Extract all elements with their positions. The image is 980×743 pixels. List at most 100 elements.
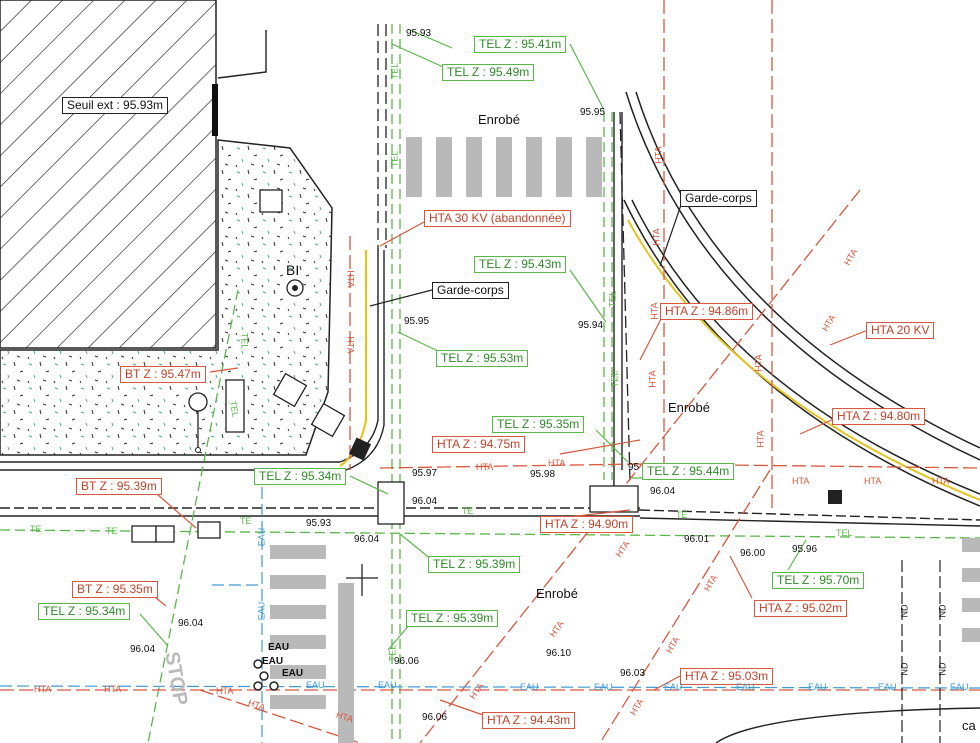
hta-line-label: HTA xyxy=(104,684,122,694)
eau-line-label: EAU xyxy=(306,680,325,690)
tel-elevation-tag: TEL Z : 95.41m xyxy=(474,36,567,53)
spot-elevation: 95.96 xyxy=(792,544,818,555)
crosswalk-top xyxy=(406,137,602,197)
hta-elevation-tag: HTA Z : 94.80m xyxy=(832,408,926,425)
bt-elevation-tag: BT Z : 95.39m xyxy=(76,478,162,495)
eau-line-label: EAU xyxy=(378,680,397,690)
hta-line-label: HTA xyxy=(755,430,766,448)
curb-lines xyxy=(0,112,980,743)
spot-elevation: 95.95 xyxy=(580,107,606,118)
spot-elevation: 96.04 xyxy=(354,534,380,545)
tel-line-label: TE xyxy=(240,516,252,526)
tel-line-label: TEL xyxy=(389,150,400,168)
hta-elevation-tag: HTA Z : 94.75m xyxy=(432,436,526,453)
eau-line-label: EAU xyxy=(256,601,267,621)
guardrail-label: Garde-corps xyxy=(432,282,509,299)
bt-elevation-tag: BT Z : 95.35m xyxy=(72,581,158,598)
tel-line-label: TE xyxy=(676,510,688,520)
hta-line-label: HTA xyxy=(864,476,882,486)
spot-elevation: 95.93 xyxy=(306,518,332,529)
eau-line-label: EAU xyxy=(520,682,539,692)
grates xyxy=(348,437,842,504)
eau-line-label: EAU xyxy=(808,682,827,692)
nd-line-label: ND xyxy=(937,604,948,618)
utility-chambers xyxy=(131,481,639,543)
tel-elevation-tag: TEL Z : 95.39m xyxy=(406,610,499,627)
tel-line-label: TEL xyxy=(387,644,398,662)
fire-hydrant-label: BI xyxy=(286,262,300,278)
building-hatched xyxy=(0,0,267,349)
hta-elevation-tag: HTA Z : 95.03m xyxy=(680,668,774,685)
hta-elevation-tag: HTA Z : 94.90m xyxy=(540,516,634,533)
hta-line-label: HTA xyxy=(345,336,356,354)
surface-label-top: Enrobé xyxy=(478,112,520,127)
spot-elevation: 95.95 xyxy=(404,316,430,327)
hta-line-label: HTA xyxy=(753,354,764,372)
spot-elevation: 95 xyxy=(628,462,640,473)
road-edge-dashed xyxy=(377,24,631,481)
surface-label-bottom: Enrobé xyxy=(536,586,578,601)
eau-line-label: EAU xyxy=(950,682,969,692)
hta-line-label: HTA xyxy=(653,146,664,164)
tel-elevation-tag: TEL Z : 95.39m xyxy=(428,556,521,573)
hta-elevation-tag: HTA 30 KV (abandonnée) xyxy=(424,210,571,227)
tel-elevation-tag: TEL Z : 95.34m xyxy=(254,468,347,485)
hta-elevation-tag: HTA 20 KV xyxy=(866,322,935,339)
eau-valve-label: EAU xyxy=(262,656,284,667)
spot-elevation: 96.10 xyxy=(546,648,572,659)
tel-elevation-tag: TEL Z : 95.49m xyxy=(442,64,535,81)
survey-cross xyxy=(346,564,378,596)
spot-elevation: 96.00 xyxy=(740,548,766,559)
tel-elevation-tag: TEL Z : 95.44m xyxy=(642,463,735,480)
spot-elevation: 96.03 xyxy=(620,668,646,679)
tel-line-label: TEL xyxy=(389,62,400,80)
eau-line-label: EAU xyxy=(878,682,897,692)
bt-elevation-tag: BT Z : 95.47m xyxy=(120,366,206,383)
tel-line-label: TE xyxy=(462,506,474,516)
spot-elevation: 95.98 xyxy=(530,469,556,480)
tel-line-label: TE xyxy=(30,524,42,534)
tel-network-lines xyxy=(0,24,980,743)
spot-elevation: 96.06 xyxy=(422,712,448,723)
spot-elevation: 95.93 xyxy=(406,28,432,39)
hta-elevation-tag: HTA Z : 94.86m xyxy=(660,303,754,320)
spot-elevation: 96.04 xyxy=(412,496,438,507)
sidewalk-area xyxy=(0,139,346,456)
eau-line-label: EAU xyxy=(736,682,755,692)
surface-label-right: Enrobé xyxy=(668,400,710,415)
eau-line-label: EAU xyxy=(594,682,613,692)
tel-line-label: TEL xyxy=(239,332,250,350)
spot-elevation: 96.04 xyxy=(650,486,676,497)
tel-elevation-tag: TEL Z : 95.35m xyxy=(492,416,585,433)
eau-valve-label: EAU xyxy=(268,642,290,653)
nd-line-label: ND xyxy=(937,662,948,676)
eau-valve-label: EAU xyxy=(282,668,304,679)
eau-line-label: EAU xyxy=(256,527,267,547)
hta-line-label: HTA xyxy=(476,462,494,472)
eau-valves xyxy=(253,659,279,691)
eau-line-label: EAU xyxy=(664,682,683,692)
hta-elevation-tag: HTA Z : 95.02m xyxy=(754,600,848,617)
spot-elevation: 95.94 xyxy=(578,320,604,331)
tel-line-label: TEL xyxy=(609,370,620,388)
hta-line-label: HTA xyxy=(345,270,356,288)
tel-elevation-tag: TEL Z : 95.43m xyxy=(474,256,567,273)
nd-line-label: ND xyxy=(899,604,910,618)
edge-label: ca xyxy=(962,718,976,733)
hta-line-label: HTA xyxy=(34,684,52,694)
tel-elevation-tag: TEL Z : 95.34m xyxy=(38,603,131,620)
hta-line-label: HTA xyxy=(647,370,658,388)
hta-line-label: HTA xyxy=(651,228,662,246)
hta-line-label: HTA xyxy=(216,686,234,696)
nd-network-lines xyxy=(901,560,941,743)
hta-line-label: HTA xyxy=(649,302,660,320)
hta-guide-line xyxy=(379,221,869,361)
hta-elevation-tag: HTA Z : 94.43m xyxy=(482,712,576,729)
nd-line-label: ND xyxy=(899,662,910,676)
tel-elevation-tag: TEL Z : 95.70m xyxy=(772,572,865,589)
spot-elevation: 96.04 xyxy=(130,644,156,655)
hta-line-label: HTA xyxy=(548,458,566,468)
crosswalk-bottom xyxy=(270,538,980,743)
hta-line-label: HTA xyxy=(932,476,950,486)
